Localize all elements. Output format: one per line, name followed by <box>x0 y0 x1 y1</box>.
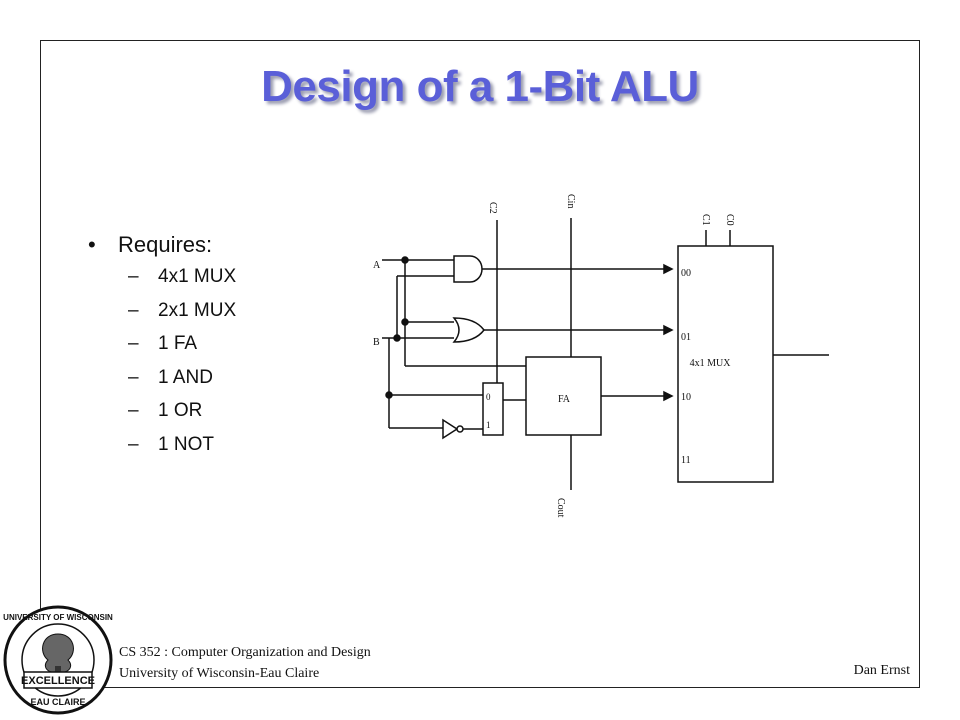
requirement-item: – 2x1 MUX <box>88 300 236 334</box>
seal-bottom-text: EAU CLAIRE <box>30 697 85 707</box>
bullet-icon: • <box>88 232 96 257</box>
b-mux-junction <box>385 391 393 399</box>
or-gate <box>452 317 485 343</box>
cout-label: Cout <box>555 498 566 518</box>
mux2x1-box <box>482 382 504 436</box>
mux4x1-input-01: 01 <box>681 332 691 343</box>
c0-label: C0 <box>724 214 735 226</box>
a-junction <box>401 256 409 264</box>
c1-label: C1 <box>700 214 711 226</box>
seal-top-text: UNIVERSITY OF WISCONSIN <box>3 613 113 622</box>
dash-icon: – <box>128 400 139 421</box>
university-seal-logo: EXCELLENCE UNIVERSITY OF WISCONSIN EAU C… <box>3 605 113 715</box>
requirement-item: – 1 AND <box>88 367 236 401</box>
footer-university: University of Wisconsin-Eau Claire <box>119 666 320 681</box>
and-output-arrow <box>663 263 674 275</box>
requires-bullet: • Requires: <box>88 232 236 266</box>
mux4x1-box <box>677 245 774 483</box>
not-bubble <box>456 425 464 433</box>
dash-icon: – <box>128 266 139 287</box>
requirement-text: 1 NOT <box>158 433 214 455</box>
requirement-text: 2x1 MUX <box>158 299 237 321</box>
a-or-junction <box>401 318 409 326</box>
requirement-text: 1 AND <box>158 366 213 388</box>
cin-label: Cin <box>565 194 576 208</box>
alu-circuit-diagram: C2 Cin C1 C0 Cout A B 0 1 FA 4x1 <box>373 194 829 518</box>
requirement-item: – 1 NOT <box>88 434 236 468</box>
requires-label: Requires: <box>118 232 213 257</box>
seal-middle-text: EXCELLENCE <box>21 675 95 687</box>
requirement-text: 1 FA <box>158 333 198 354</box>
slide-frame <box>40 40 920 688</box>
mux4x1-input-00: 00 <box>681 268 691 279</box>
requirement-item: – 1 FA <box>88 333 236 367</box>
slide-title: Design of a 1-Bit ALU <box>261 62 699 111</box>
footer-author: Dan Ernst <box>853 663 910 678</box>
requirement-text: 1 OR <box>158 400 203 421</box>
requirement-item: – 1 OR <box>88 400 236 434</box>
full-adder-label: FA <box>558 394 571 405</box>
c2-label: C2 <box>487 202 498 214</box>
requirements-list: • Requires: – 4x1 MUX – 2x1 MUX – 1 FA –… <box>88 232 236 467</box>
fa-output-arrow <box>663 390 674 402</box>
b-junction <box>393 334 401 342</box>
dash-icon: – <box>128 299 139 321</box>
not-gate <box>442 418 459 440</box>
input-a-label: A <box>373 260 381 271</box>
mux4x1-input-10: 10 <box>681 392 691 403</box>
footer-left: CS 352 : Computer Organization and Desig… <box>119 642 371 684</box>
mux2x1-input-0: 0 <box>486 392 491 402</box>
mux2x1-input-1: 1 <box>486 420 491 430</box>
dash-icon: – <box>128 333 139 354</box>
dash-icon: – <box>128 433 139 455</box>
requirement-item: – 4x1 MUX <box>88 266 236 300</box>
input-b-label: B <box>373 337 380 348</box>
dash-icon: – <box>128 366 139 388</box>
requirement-text: 4x1 MUX <box>158 266 237 287</box>
or-output-arrow <box>663 324 674 336</box>
mux4x1-input-11: 11 <box>681 455 691 466</box>
mux4x1-label: 4x1 MUX <box>690 358 732 369</box>
footer-course: CS 352 : Computer Organization and Desig… <box>119 645 371 660</box>
and-gate <box>453 255 483 283</box>
